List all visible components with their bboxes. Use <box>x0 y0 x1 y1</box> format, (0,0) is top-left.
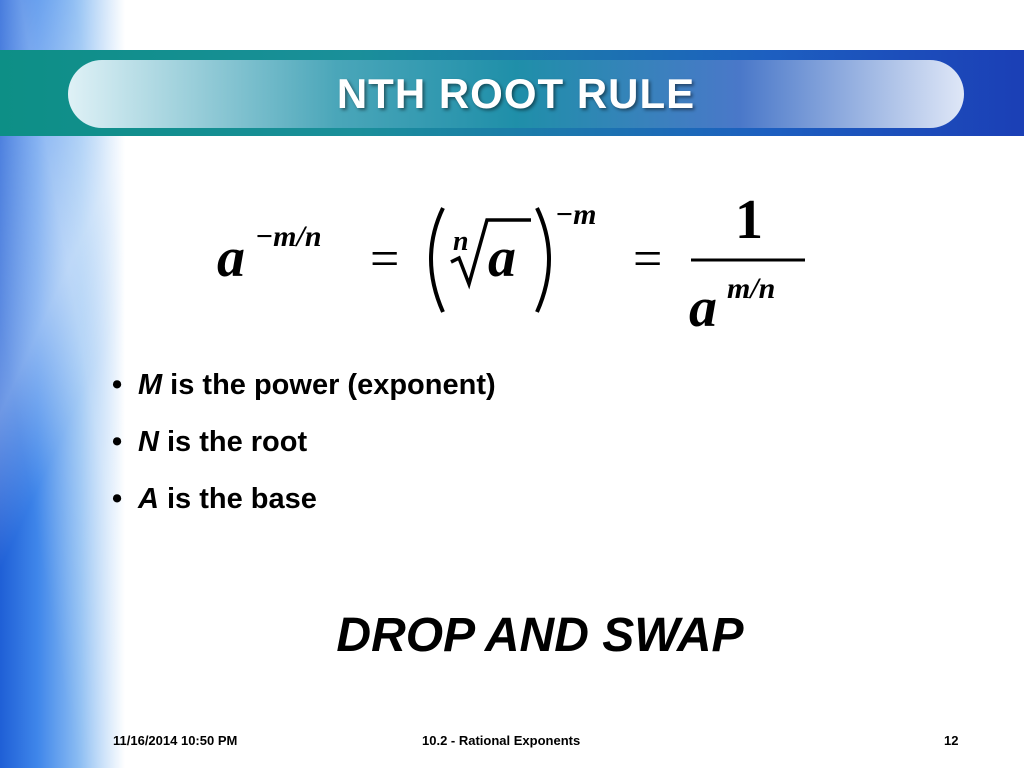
fraction-denominator-base: a <box>689 277 717 339</box>
tagline: DROP AND SWAP <box>336 609 744 662</box>
radical-sign <box>450 218 531 290</box>
nth-root-formula: a −m/n = n a −m = 1 a m/n <box>205 180 825 340</box>
title-pill: NTH ROOT RULE <box>68 60 964 128</box>
root-index: n <box>453 226 469 257</box>
bullet-icon: • <box>112 369 123 401</box>
slide-title: NTH ROOT RULE <box>336 70 696 117</box>
left-parenthesis <box>429 207 445 313</box>
page-number: 12 <box>944 733 959 748</box>
fraction-numerator: 1 <box>735 189 763 251</box>
footer-title: 10.2 - Rational Exponents <box>422 733 581 748</box>
lhs-base: a <box>217 227 245 289</box>
outer-exponent: −m <box>555 198 597 231</box>
fraction-denominator-exponent: m/n <box>727 272 775 305</box>
bullet-text: is the power (exponent) <box>170 369 496 401</box>
lhs-exponent: −m/n <box>255 220 322 253</box>
bullet-text: is the base <box>166 483 317 515</box>
footer-date: 11/16/2014 10:50 PM <box>113 733 238 748</box>
bullet-variable: A <box>138 483 159 515</box>
bullet-variable: M <box>138 369 163 401</box>
equals-sign-1: = <box>370 231 399 288</box>
list-item: • A is the base <box>112 479 496 519</box>
slide-footer: 11/16/2014 10:50 PM 10.2 - Rational Expo… <box>0 733 1024 753</box>
bullet-icon: • <box>112 483 123 515</box>
equals-sign-2: = <box>633 231 662 288</box>
formula-svg: a −m/n = n a −m = 1 a m/n <box>217 189 805 339</box>
bullet-icon: • <box>112 426 123 458</box>
radicand: a <box>488 227 516 289</box>
definition-list: • M is the power (exponent) • N is the r… <box>112 365 496 536</box>
list-item: • M is the power (exponent) <box>112 365 496 405</box>
right-parenthesis <box>535 207 551 313</box>
bullet-variable: N <box>138 426 159 458</box>
list-item: • N is the root <box>112 422 496 462</box>
bullet-text: is the root <box>166 426 308 458</box>
